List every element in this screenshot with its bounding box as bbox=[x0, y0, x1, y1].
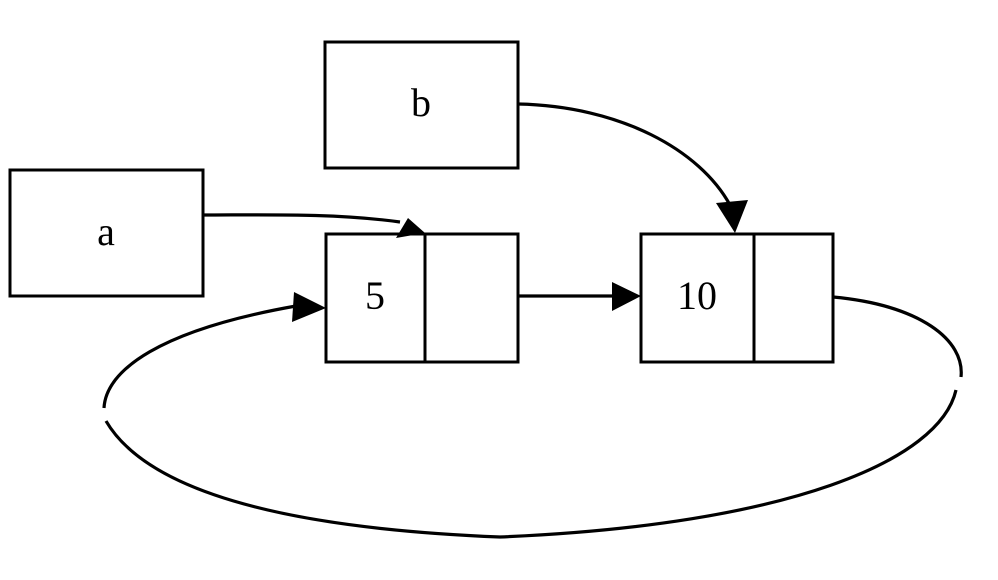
edge-node10-loop-to-node5-arrowhead bbox=[292, 292, 326, 322]
edge-node5-to-node10 bbox=[518, 282, 641, 311]
edge-a-to-node5 bbox=[202, 213, 425, 238]
list-node-10[interactable]: 10 bbox=[639, 232, 835, 364]
list-node-5-rect bbox=[324, 232, 520, 364]
edge-node10-loop-to-node5 bbox=[102, 292, 963, 539]
edge-node10-loop-to-node5-line bbox=[102, 295, 963, 539]
list-node-5-value: 5 bbox=[365, 273, 385, 318]
list-node-10-rect bbox=[639, 232, 835, 364]
edge-a-to-node5-arrowhead bbox=[396, 218, 425, 238]
list-node-10-value: 10 bbox=[677, 273, 717, 318]
variable-box-a-label: a bbox=[97, 209, 115, 254]
variable-box-b-rect bbox=[323, 40, 520, 170]
list-node-5[interactable]: 5 bbox=[324, 232, 520, 364]
edge-b-to-node10 bbox=[517, 102, 748, 233]
variable-box-b-label: b bbox=[411, 80, 431, 125]
variable-box-a[interactable]: a bbox=[8, 168, 205, 298]
variable-box-a-rect bbox=[8, 168, 205, 298]
edge-b-to-node10-arrowhead bbox=[716, 200, 748, 233]
variable-box-b[interactable]: b bbox=[323, 40, 520, 170]
edge-b-to-node10-line bbox=[517, 102, 732, 206]
edge-a-to-node5-line bbox=[202, 213, 401, 224]
edge-node5-to-node10-arrowhead bbox=[612, 282, 641, 311]
